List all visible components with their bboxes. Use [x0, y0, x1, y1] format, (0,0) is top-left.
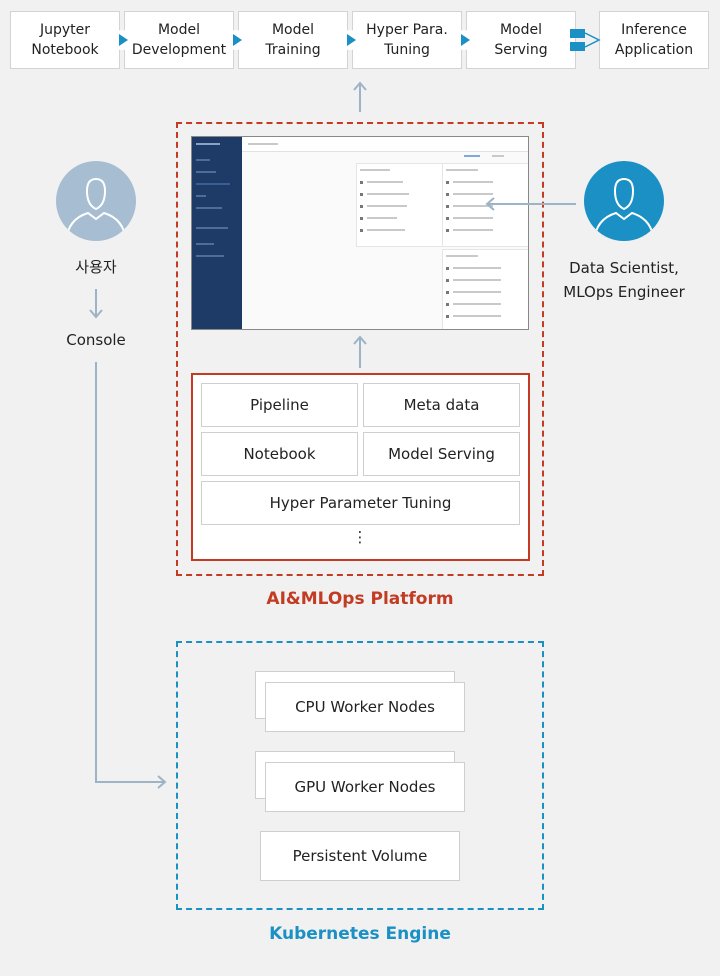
inference-application: Inference Application [599, 11, 709, 69]
user-label: 사용자 [75, 258, 117, 276]
component-pipeline: Pipeline [201, 383, 358, 427]
platform-frame [176, 122, 544, 576]
arrow-up-icon [353, 335, 367, 368]
component-notebook: Notebook [201, 432, 358, 476]
kubernetes-title: Kubernetes Engine [269, 924, 451, 944]
arrow-left-icon [485, 197, 576, 211]
play-arrow-icon [340, 30, 360, 50]
component-meta-data: Meta data [363, 383, 520, 427]
screenshot-sidebar [192, 137, 242, 329]
console-label: Console [66, 331, 126, 349]
play-arrow-icon [454, 30, 474, 50]
user-avatar-icon [56, 161, 136, 241]
kubernetes-frame [176, 641, 544, 910]
more-ellipsis: ⋮ [352, 528, 368, 546]
component-model-serving: Model Serving [363, 432, 520, 476]
console-to-kubernetes-arrow [95, 362, 167, 789]
step-model-serving: Model Serving [466, 11, 576, 69]
persistent-volume: Persistent Volume [260, 831, 460, 881]
step-jupyter-notebook: Jupyter Notebook [10, 11, 120, 69]
step-model-development: Model Development [124, 11, 234, 69]
data-scientist-avatar-icon [584, 161, 664, 241]
arrow-up-icon [353, 81, 367, 112]
step-hyper-para-tuning: Hyper Para. Tuning [352, 11, 462, 69]
play-arrow-icon [226, 30, 246, 50]
arrow-down-icon [89, 289, 103, 319]
component-hyper-parameter-tuning: Hyper Parameter Tuning [201, 481, 520, 525]
gpu-worker-nodes: GPU Worker Nodes [265, 762, 465, 812]
connector-icon [570, 29, 601, 51]
data-scientist-label: Data Scientist, MLOps Engineer [563, 259, 685, 301]
platform-title: AI&MLOps Platform [266, 589, 454, 609]
step-model-training: Model Training [238, 11, 348, 69]
play-arrow-icon [112, 30, 132, 50]
cpu-worker-nodes: CPU Worker Nodes [265, 682, 465, 732]
platform-dashboard-screenshot [191, 136, 529, 330]
